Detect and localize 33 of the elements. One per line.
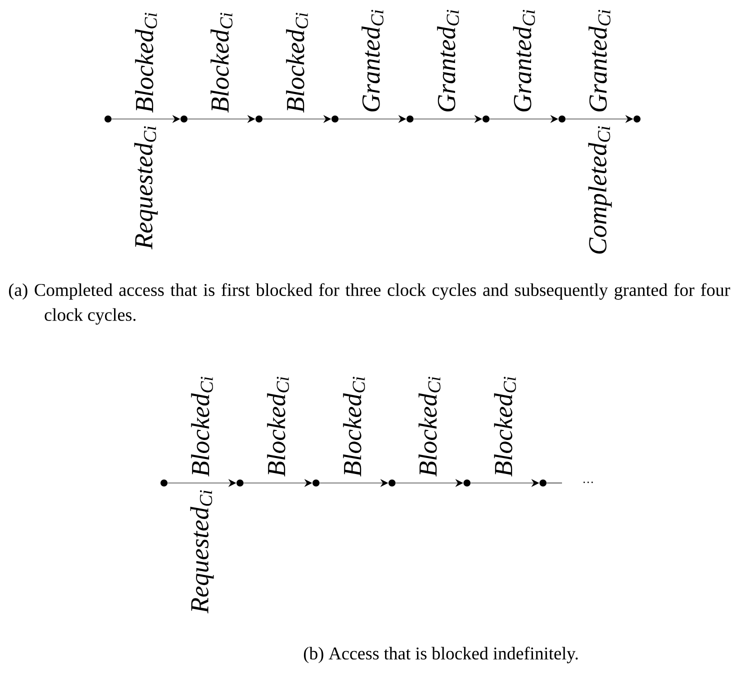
dot (464, 480, 470, 486)
edge-label: Granted$_{Ci}$ (362, 10, 384, 112)
edge-label: Blocked$_{Ci}$ (210, 12, 232, 113)
edge-label: Blocked$_{Ci}$ (418, 376, 440, 477)
caption: (a) Completed access that is first blocked for three clock cycles and subsequently granted for four clock cycles. (9, 283, 730, 325)
dot (332, 116, 338, 122)
dot (540, 480, 546, 486)
dot (406, 116, 414, 122)
edge-label: Granted$_{Ci}$ (437, 10, 459, 112)
dot (160, 480, 168, 486)
dot (388, 480, 396, 486)
state-label: Requested$_{Ci}$ (190, 490, 214, 614)
edge-label: Granted$_{Ci}$ (513, 10, 535, 112)
dot (236, 480, 244, 486)
dot (180, 116, 188, 122)
edge-label: Granted$_{Ci}$ (588, 10, 610, 112)
dot (558, 116, 566, 122)
dot (312, 480, 320, 486)
state-label: Completed$_{Ci}$ (588, 126, 612, 254)
edge-label: Blocked$_{Ci}$ (286, 12, 308, 113)
edge-label: Blocked$_{Ci}$ (191, 376, 213, 477)
dot (634, 116, 640, 122)
dot (104, 116, 112, 122)
edge-label: Blocked$_{Ci}$ (494, 376, 516, 477)
line (546, 482, 562, 484)
ellipsis: ··· (583, 482, 593, 484)
caption: (b) Access that is blocked indefinitely. (304, 646, 578, 664)
edge-label: Blocked$_{Ci}$ (267, 376, 289, 477)
dot (256, 116, 262, 122)
dot (482, 116, 490, 122)
edge-label: Blocked$_{Ci}$ (135, 12, 157, 113)
state-label: Requested$_{Ci}$ (134, 126, 158, 250)
edge-label: Blocked$_{Ci}$ (343, 376, 365, 477)
